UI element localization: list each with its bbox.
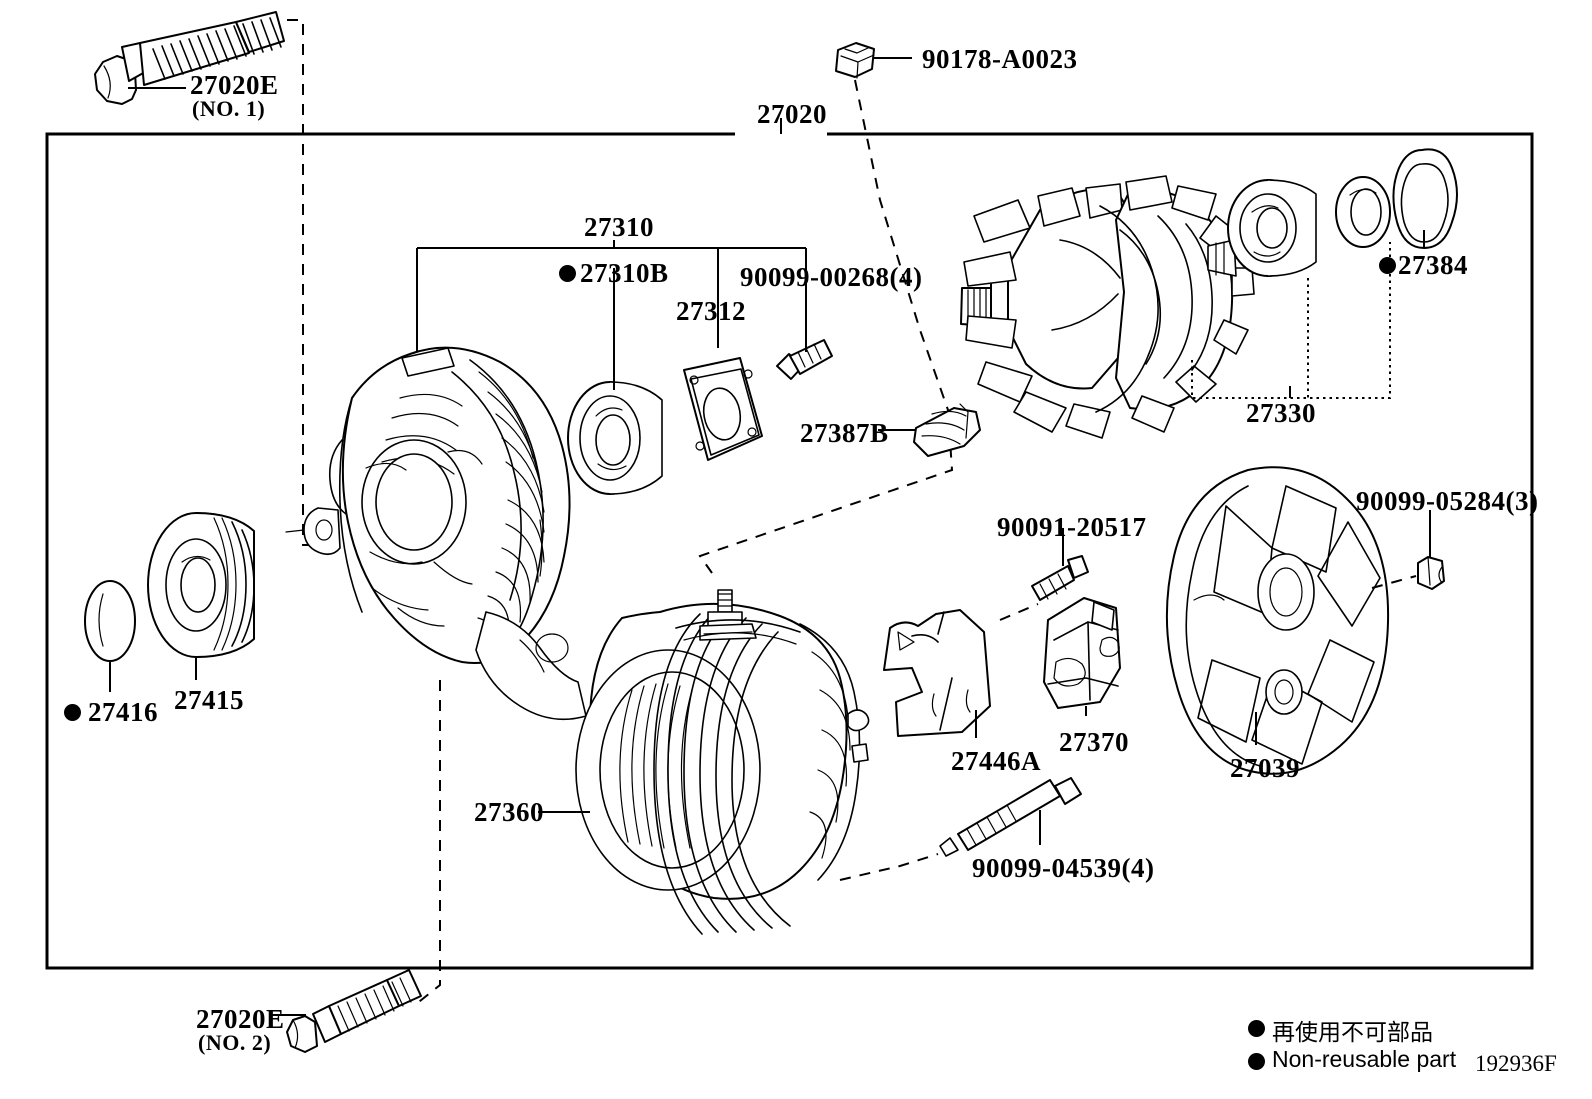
dashed-link-bracket xyxy=(999,603,1039,621)
terminal-bracket-art xyxy=(883,609,991,737)
rotor-art xyxy=(960,175,1255,439)
legend-marker-jp xyxy=(1248,1020,1265,1037)
drive-end-frame-art xyxy=(285,346,587,721)
callout-27020e-1-sub: (NO. 1) xyxy=(192,96,266,121)
callout-27039: 27039 xyxy=(1230,753,1300,783)
through-bolt-art xyxy=(939,777,1082,857)
callout-90099-05284: 90099-05284(3) xyxy=(1356,486,1539,516)
rear-bearing-art xyxy=(1227,179,1317,277)
callout-27020e-1: 27020E xyxy=(190,70,279,100)
callout-27310b: 27310B xyxy=(580,258,669,288)
screw-00268-art xyxy=(776,339,833,380)
callout-90178-a0023: 90178-A0023 xyxy=(922,44,1078,74)
callout-27330: 27330 xyxy=(1246,398,1316,428)
dashed-link-nut05284 xyxy=(1371,575,1417,589)
mount-ear-left xyxy=(303,507,341,556)
bolt-no2-art xyxy=(286,969,422,1053)
bracket-27330 xyxy=(1191,242,1391,399)
pulley-cap-art xyxy=(84,580,136,662)
dashed-link-bolt1 xyxy=(287,19,330,546)
brush-holder-art xyxy=(1043,597,1121,709)
callout-90099-04539: 90099-04539(4) xyxy=(972,853,1155,883)
dashed-link-throughbolt xyxy=(839,853,939,881)
callout-27387b: 27387B xyxy=(800,418,889,448)
callout-27020: 27020 xyxy=(757,99,827,129)
callout-27446a: 27446A xyxy=(951,746,1041,776)
bolt-no1-art xyxy=(94,11,285,105)
legend-japanese: 再使用不可部品 xyxy=(1272,1020,1433,1046)
legend-marker-en xyxy=(1248,1053,1265,1070)
nut-art xyxy=(835,42,875,79)
callout-27310: 27310 xyxy=(584,212,654,242)
callout-27020e-2: 27020E xyxy=(196,1004,285,1034)
dashed-link-bolt2 xyxy=(414,680,441,1006)
nonreusable-marker-27416 xyxy=(64,704,81,721)
callout-27416: 27416 xyxy=(88,697,158,727)
callout-90099-00268: 90099-00268(4) xyxy=(740,262,923,292)
callout-27312: 27312 xyxy=(676,296,746,326)
bearing-retainer-art xyxy=(683,357,763,461)
terminal-stud xyxy=(699,589,757,641)
front-bearing-art xyxy=(567,381,663,495)
bolt-20517-art xyxy=(1031,555,1089,601)
callout-27020e-2-sub: (NO. 2) xyxy=(198,1030,272,1055)
callout-90091-20517: 90091-20517 xyxy=(997,512,1147,542)
housing-center-bore xyxy=(375,453,453,551)
callout-27370: 27370 xyxy=(1059,727,1129,757)
callout-27415: 27415 xyxy=(174,685,244,715)
legend-english: Non-reusable part xyxy=(1272,1046,1457,1072)
nonreusable-marker-27310b xyxy=(559,265,576,282)
collar-art xyxy=(913,403,981,457)
nut-05284-art xyxy=(1417,556,1445,590)
figure-code: 192936F xyxy=(1475,1051,1557,1076)
rear-cover-art xyxy=(1165,466,1390,775)
nonreusable-marker-27384 xyxy=(1379,257,1396,274)
stator-coil-art xyxy=(575,589,870,935)
pulley-art xyxy=(147,512,255,658)
dashed-link-nut xyxy=(698,79,954,574)
rear-seal-art xyxy=(1392,148,1458,249)
slip-ring-art xyxy=(1335,176,1391,248)
callout-27384: 27384 xyxy=(1398,250,1468,280)
callout-27360: 27360 xyxy=(474,797,544,827)
